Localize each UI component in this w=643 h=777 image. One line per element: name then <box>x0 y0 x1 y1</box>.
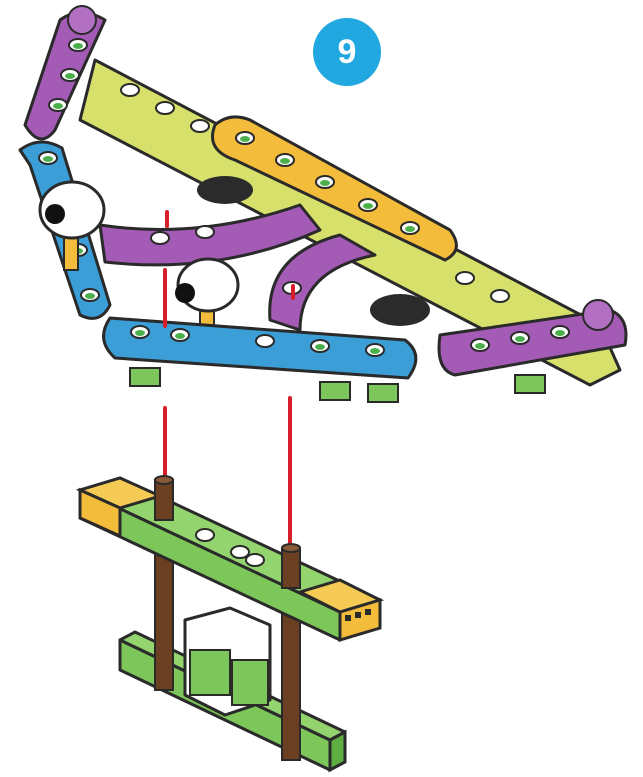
motor-block <box>185 608 270 715</box>
base-assembly <box>80 476 380 770</box>
step-number-badge: 9 <box>313 18 381 86</box>
